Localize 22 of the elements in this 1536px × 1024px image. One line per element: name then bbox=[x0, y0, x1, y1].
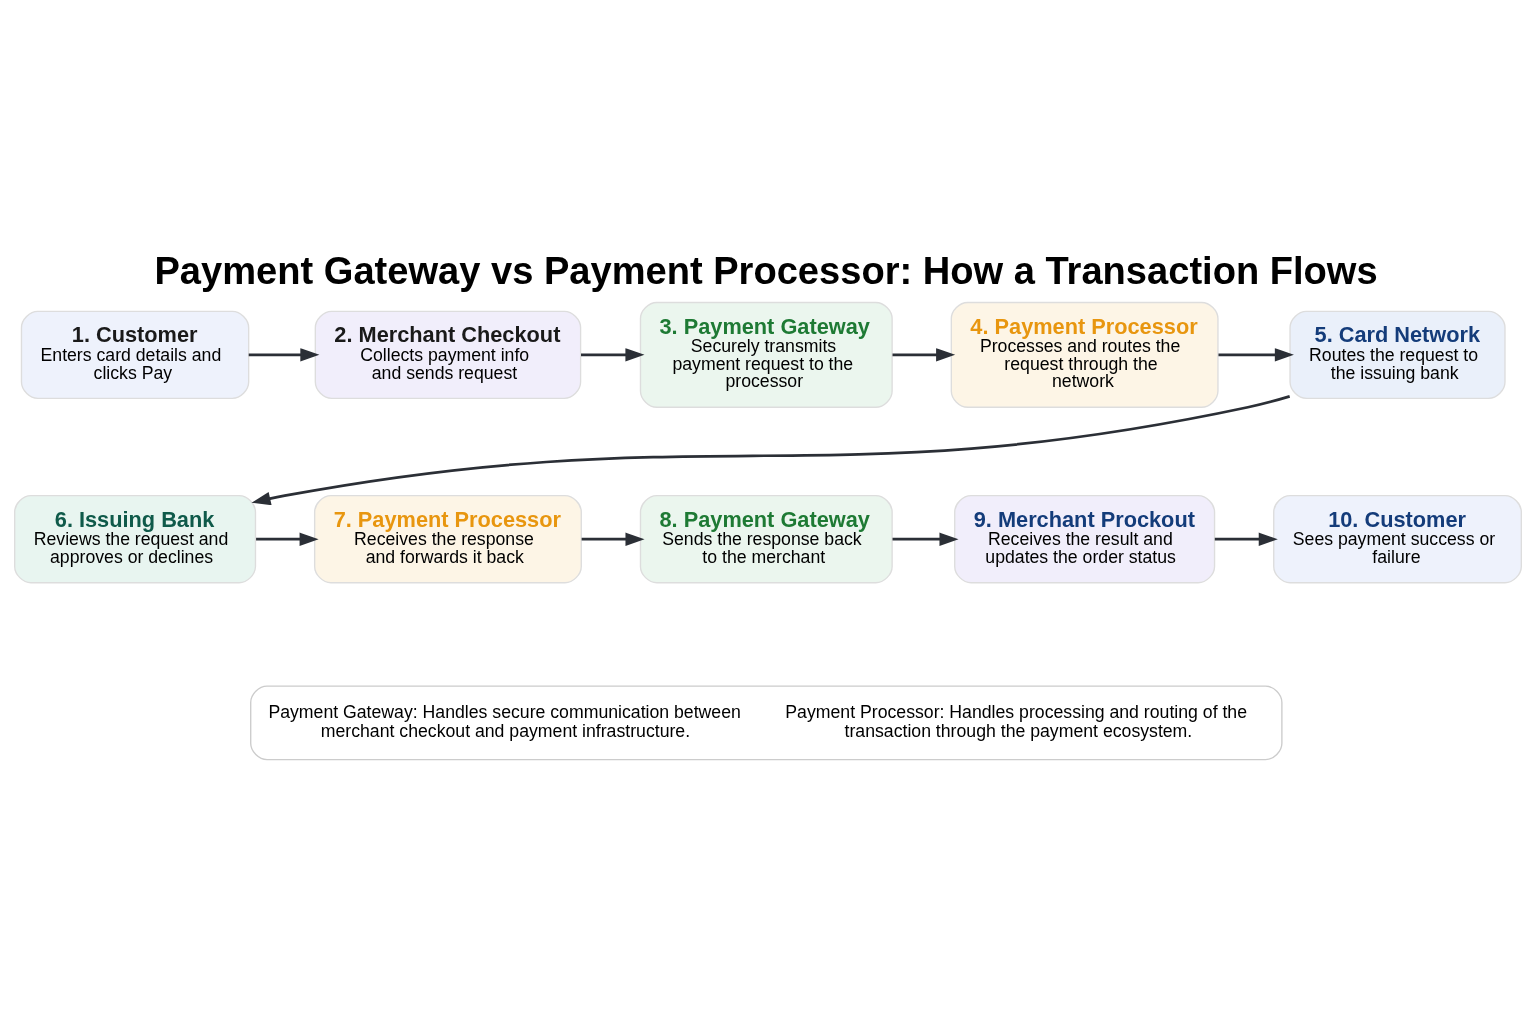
arrow bbox=[1218, 348, 1294, 362]
arrow bbox=[251, 395, 1291, 506]
node-box: 4. Payment Processor Processes and routes the request through the network bbox=[950, 301, 1219, 408]
arrow bbox=[1214, 532, 1278, 546]
arrow bbox=[256, 532, 319, 546]
node-box: 7. Payment Processor Receives the response and forwards it back bbox=[313, 495, 582, 584]
node-box: 1. Customer Enters card details and clicks Pay bbox=[20, 310, 250, 400]
node-box: 10. Customer Sees payment success or failure bbox=[1273, 495, 1522, 584]
node-box: 3. Payment Gateway Securely transmits payment request to the processor bbox=[639, 301, 893, 408]
arrow bbox=[892, 532, 959, 546]
arrow bbox=[581, 532, 645, 546]
arrow bbox=[248, 348, 320, 362]
node-box: 6. Issuing Bank Reviews the request and approves or declines bbox=[14, 495, 257, 584]
arrow bbox=[892, 348, 956, 362]
node-box: 9. Merchant Prockout Receives the result and updates the order status bbox=[954, 495, 1216, 584]
legend-label: Payment Gateway: Handles secure communication between merchant checkout and payment infrastructure. bbox=[268, 701, 741, 742]
legend-label: Payment Processor: Handles processing and routing of the transaction through the payment ecosystem. bbox=[785, 701, 1248, 742]
node-box: 5. Card Network Routes the request to the issuing bank bbox=[1289, 310, 1506, 400]
arrow bbox=[581, 348, 645, 362]
node-box: 2. Merchant Checkout Collects payment info and sends request bbox=[314, 310, 582, 400]
diagram-title: Payment Gateway vs Payment Processor: How a Transaction Flows bbox=[154, 250, 1378, 292]
node-box: 8. Payment Gateway Sends the response back to the merchant bbox=[639, 495, 893, 584]
